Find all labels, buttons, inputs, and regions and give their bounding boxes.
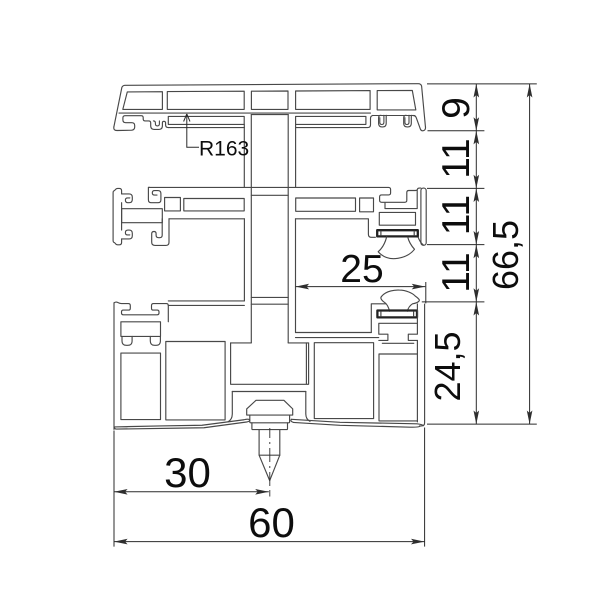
svg-text:9: 9 xyxy=(435,97,478,119)
svg-text:66,5: 66,5 xyxy=(485,220,526,290)
svg-text:30: 30 xyxy=(164,449,211,496)
svg-text:25: 25 xyxy=(340,248,383,291)
svg-text:60: 60 xyxy=(248,499,295,546)
svg-text:11: 11 xyxy=(435,252,478,293)
svg-text:11: 11 xyxy=(435,195,478,236)
svg-text:11: 11 xyxy=(435,138,478,179)
svg-text:24,5: 24,5 xyxy=(427,331,468,401)
svg-text:R163: R163 xyxy=(199,138,249,161)
